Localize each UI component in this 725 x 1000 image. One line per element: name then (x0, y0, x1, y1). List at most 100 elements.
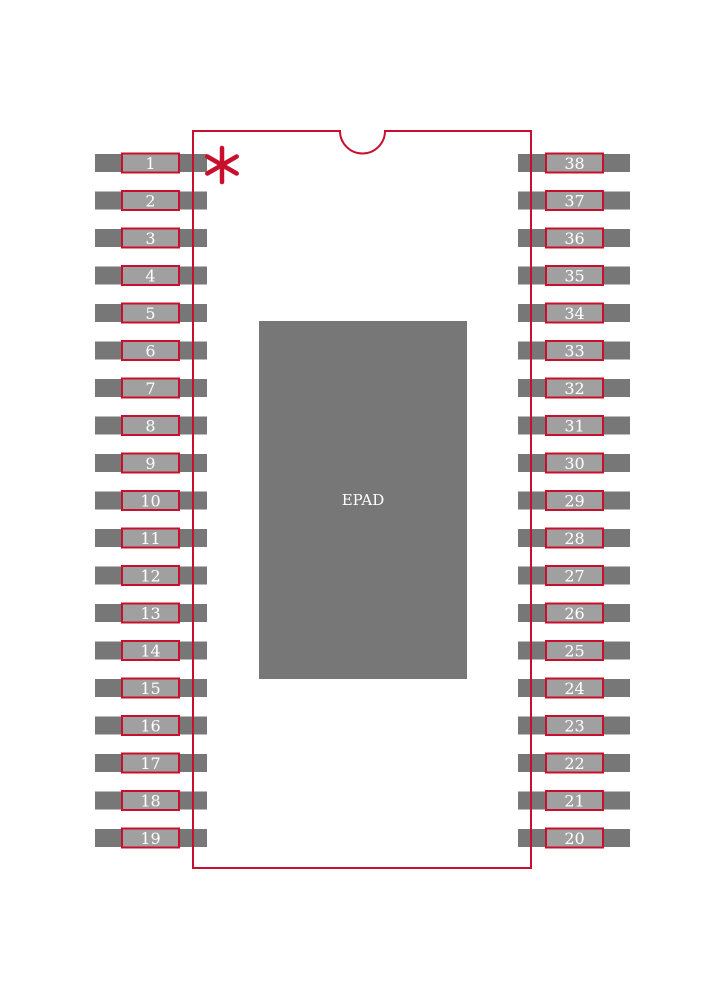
pin-pad (545, 152, 604, 174)
pin-pad (545, 265, 604, 286)
pin-pad (121, 715, 180, 736)
pin-number-label: 27 (564, 567, 584, 586)
pin-31: 31 (518, 415, 630, 436)
pin-25: 25 (518, 640, 630, 661)
pin-pad (121, 602, 180, 624)
pin-number-label: 20 (564, 829, 584, 848)
pin-number-label: 32 (564, 379, 584, 398)
pin-number-label: 30 (564, 454, 584, 473)
pin-pad (545, 452, 604, 474)
pin-29: 29 (518, 490, 630, 511)
pin-6: 6 (95, 340, 207, 361)
pin-number-label: 34 (564, 304, 584, 323)
pin-number-label: 35 (564, 267, 584, 286)
epad-label: EPAD (342, 491, 385, 509)
pin-7: 7 (95, 377, 207, 399)
pin-pad (121, 340, 180, 361)
pin-number-label: 7 (145, 379, 155, 398)
pin-number-label: 5 (145, 304, 155, 323)
pin-8: 8 (95, 415, 207, 436)
pin-number-label: 1 (145, 154, 155, 173)
pin-15: 15 (95, 677, 207, 699)
pin-pad (545, 527, 604, 549)
pin-28: 28 (518, 527, 630, 549)
pin-pad (121, 452, 180, 474)
pin-9: 9 (95, 452, 207, 474)
pin-pad (545, 490, 604, 511)
exposed-pad (259, 321, 467, 679)
pin-12: 12 (95, 565, 207, 586)
pin-pad (545, 752, 604, 774)
pin-number-label: 29 (564, 492, 584, 511)
pin-37: 37 (518, 190, 630, 211)
pin-22: 22 (518, 752, 630, 774)
pin-number-label: 9 (145, 454, 155, 473)
pin1-marker-icon (205, 145, 239, 185)
pin-30: 30 (518, 452, 630, 474)
pin-pad (121, 490, 180, 511)
pin-pad (121, 677, 180, 699)
pin-5: 5 (95, 302, 207, 324)
pin-pad (121, 415, 180, 436)
pin-number-label: 8 (145, 417, 155, 436)
pin-pad (545, 790, 604, 811)
pin-pad (121, 640, 180, 661)
pin-number-label: 21 (564, 792, 584, 811)
pin-21: 21 (518, 790, 630, 811)
pin-number-label: 23 (564, 717, 584, 736)
pin-13: 13 (95, 602, 207, 624)
pin-number-label: 24 (564, 679, 584, 698)
pin-number-label: 22 (564, 754, 584, 773)
pin-number-label: 33 (564, 342, 584, 361)
pin-2: 2 (95, 190, 207, 211)
pin-number-label: 11 (140, 529, 160, 548)
pin-number-label: 18 (140, 792, 160, 811)
pin-26: 26 (518, 602, 630, 624)
pin-number-label: 3 (145, 229, 155, 248)
pin-number-label: 13 (140, 604, 160, 623)
pin-pad (121, 527, 180, 549)
pin-pad (545, 227, 604, 249)
pin-pad (121, 152, 180, 174)
pin-pad (545, 302, 604, 324)
pin-pad (545, 340, 604, 361)
pin-34: 34 (518, 302, 630, 324)
pin-27: 27 (518, 565, 630, 586)
pin-number-label: 28 (564, 529, 584, 548)
pin-19: 19 (95, 827, 207, 849)
pin-pad (545, 602, 604, 624)
pin-pad (545, 677, 604, 699)
pin-11: 11 (95, 527, 207, 549)
pin-number-label: 12 (140, 567, 160, 586)
pin-pad (545, 190, 604, 211)
pin-number-label: 16 (140, 717, 160, 736)
pin-pad (121, 190, 180, 211)
pin-number-label: 19 (140, 829, 160, 848)
pin-pad (121, 827, 180, 849)
pin-4: 4 (95, 265, 207, 286)
pin-number-label: 6 (145, 342, 155, 361)
pin-number-label: 17 (140, 754, 160, 773)
pads-layer: 1234567891011121314151617181938373635343… (95, 152, 630, 849)
pin-pad (121, 302, 180, 324)
pin-32: 32 (518, 377, 630, 399)
pin-pad (121, 227, 180, 249)
pin-number-label: 10 (140, 492, 160, 511)
pin-pad (545, 377, 604, 399)
pin-33: 33 (518, 340, 630, 361)
pin-35: 35 (518, 265, 630, 286)
pin-number-label: 26 (564, 604, 584, 623)
pin-18: 18 (95, 790, 207, 811)
pin-pad (121, 790, 180, 811)
pin-number-label: 31 (564, 417, 584, 436)
pin-pad (545, 415, 604, 436)
pin-24: 24 (518, 677, 630, 699)
pin-number-label: 2 (145, 192, 155, 211)
pin-38: 38 (518, 152, 630, 174)
pin-10: 10 (95, 490, 207, 511)
pin-number-label: 38 (564, 154, 584, 173)
pin-36: 36 (518, 227, 630, 249)
pin-pad (121, 565, 180, 586)
pin-17: 17 (95, 752, 207, 774)
